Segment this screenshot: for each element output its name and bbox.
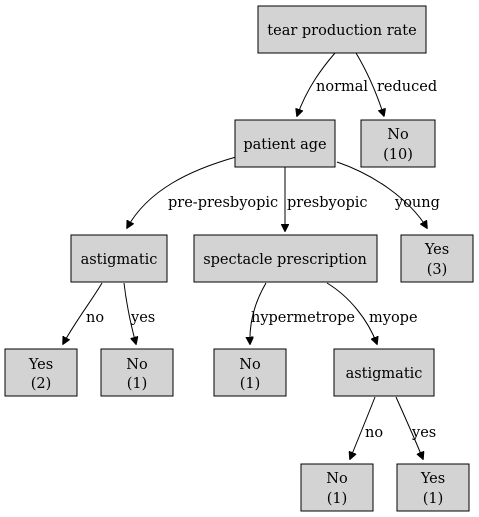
edge-label-reduced: reduced [377,79,437,95]
edge-astig1-to-yes2: no [63,282,104,344]
edge-label-no: no [86,310,104,326]
edge-age-to-spectacle: presbyopic [285,167,367,231]
edge-astig2-to-no1c: no [350,396,383,459]
node-astigmatic: astigmatic [333,348,435,397]
node-count: (1) [423,491,444,507]
node-label: tear production rate [267,23,416,39]
edge-label-yes: yes [411,425,436,441]
node-yes-3: Yes (3) [400,234,474,283]
node-no-1: No (1) [300,463,374,512]
edge-tear-to-no10: reduced [355,52,437,116]
edge-spectacle-to-astig2: myope [326,282,418,344]
node-no-1: No (1) [213,348,287,397]
edge-label-normal: normal [316,79,368,95]
edge-astig1-to-no1a: yes [123,282,155,344]
node-patient-age: patient age [234,119,336,168]
node-count: (1) [127,376,148,392]
node-label: No [126,357,147,373]
node-label: No [326,471,347,487]
node-count: (10) [383,147,413,163]
node-no-1: No (1) [100,348,174,397]
node-tear-production-rate: tear production rate [257,5,427,54]
node-label: Yes [424,242,449,258]
node-label: spectacle prescription [203,252,367,268]
node-count: (3) [427,262,448,278]
node-label: astigmatic [81,252,158,268]
edge-age-to-yes3: young [336,161,440,228]
node-spectacle-prescription: spectacle prescription [193,234,378,283]
edge-label-hypermetrope: hypermetrope [251,310,355,326]
node-label: astigmatic [346,366,423,382]
node-label: patient age [243,137,326,153]
node-count: (2) [31,376,52,392]
edge-spectacle-to-no1b: hypermetrope [250,282,355,344]
edge-label-young: young [394,195,440,211]
node-label: Yes [420,471,445,487]
edge-label-pre-presbyopic: pre-presbyopic [168,195,278,211]
edge-tear-to-age: normal [297,52,368,116]
node-astigmatic: astigmatic [70,234,168,283]
node-count: (1) [240,376,261,392]
node-label: No [239,357,260,373]
edge-astig2-to-yes1: yes [395,396,436,459]
node-yes-2: Yes (2) [4,348,78,397]
edge-age-to-astig1: pre-presbyopic [127,156,278,228]
edge-label-presbyopic: presbyopic [287,195,367,211]
edge-label-yes: yes [130,310,155,326]
node-label: Yes [28,357,53,373]
node-yes-1: Yes (1) [396,463,470,512]
edge-label-no: no [365,425,383,441]
node-count: (1) [327,491,348,507]
edge-label-myope: myope [369,310,418,326]
node-no-10: No (10) [360,119,436,168]
node-label: No [387,127,408,143]
